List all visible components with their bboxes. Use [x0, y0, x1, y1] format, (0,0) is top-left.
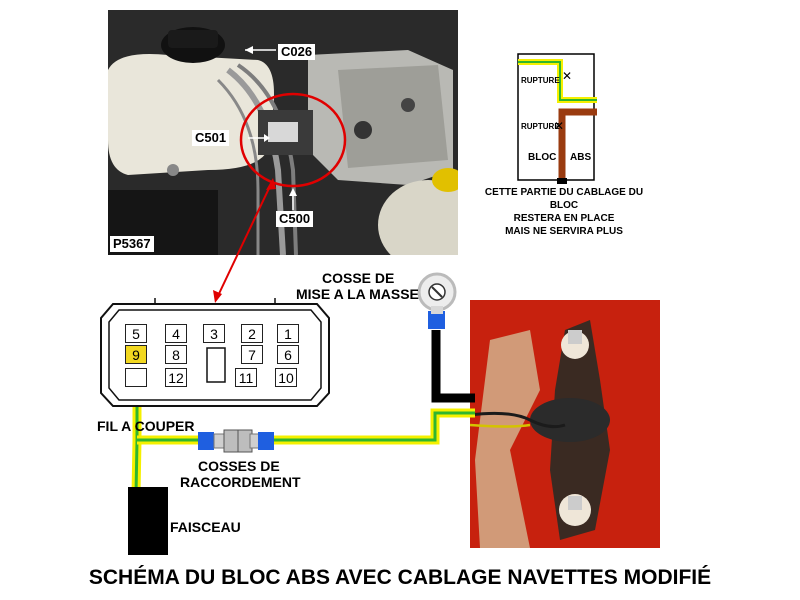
red-pointer-arrow	[215, 181, 273, 301]
faisceau-block	[128, 487, 168, 555]
legend-bloc: BLOC	[528, 152, 557, 163]
pin-9: 9	[125, 345, 147, 364]
pin-blank-left	[125, 368, 147, 387]
legend-note: CETTE PARTIE DU CABLAGE DU BLOC RESTERA …	[470, 186, 658, 238]
raccord-blue-right	[258, 432, 274, 450]
pin-12: 12	[165, 368, 187, 387]
page-title: SCHÉMA DU BLOC ABS AVEC CABLAGE NAVETTES…	[88, 566, 712, 589]
pin-11: 11	[235, 368, 257, 387]
pin-7: 7	[241, 345, 263, 364]
label-fil-a-couper: FIL A COUPER	[97, 418, 195, 434]
label-cosse-masse-line2: MISE A LA MASSE	[296, 286, 419, 302]
photo-label-c501: C501	[192, 130, 230, 146]
photo-label-c500: C500	[276, 211, 314, 227]
label-cosses-raccord-line1: COSSES DE	[198, 458, 280, 474]
pin-10: 10	[275, 368, 297, 387]
pin-6: 6	[277, 345, 299, 364]
legend-abs: ABS	[570, 152, 592, 163]
abs-connector: 5 4 3 2 1 9 8 7 6 12 11 10	[95, 298, 335, 410]
label-cosses-raccord-line2: RACCORDEMENT	[180, 474, 301, 490]
legend-note-line1: CETTE PARTIE DU CABLAGE DU BLOC	[484, 187, 644, 211]
label-cosse-masse-line1: COSSE DE	[322, 270, 395, 286]
legend-note-line3: MAIS NE SERVIRA PLUS	[505, 226, 623, 237]
label-faisceau: FAISCEAU	[170, 519, 241, 535]
photo-label-ref: P5367	[110, 236, 154, 252]
pin-1: 1	[277, 324, 299, 343]
pin-5: 5	[125, 324, 147, 343]
navette-board-photo	[470, 300, 660, 548]
engine-bay-photo: C026 C501 C500 P5367	[108, 10, 458, 255]
legend-note-line2: RESTERA EN PLACE	[513, 213, 615, 224]
raccord-blue-left	[198, 432, 214, 450]
pin-2: 2	[241, 324, 263, 343]
legend-brown-wire	[558, 108, 597, 182]
photo-label-c026: C026	[278, 44, 316, 60]
pin-8: 8	[165, 345, 187, 364]
svg-text:✕: ✕	[554, 119, 564, 133]
black-ground-wire	[431, 330, 475, 403]
legend-rupture-bottom: RUPTURE	[521, 122, 560, 131]
pin-4: 4	[165, 324, 187, 343]
pin-3: 3	[203, 324, 225, 343]
svg-text:✕: ✕	[562, 69, 572, 83]
legend-rupture-top: RUPTURE	[521, 76, 560, 85]
